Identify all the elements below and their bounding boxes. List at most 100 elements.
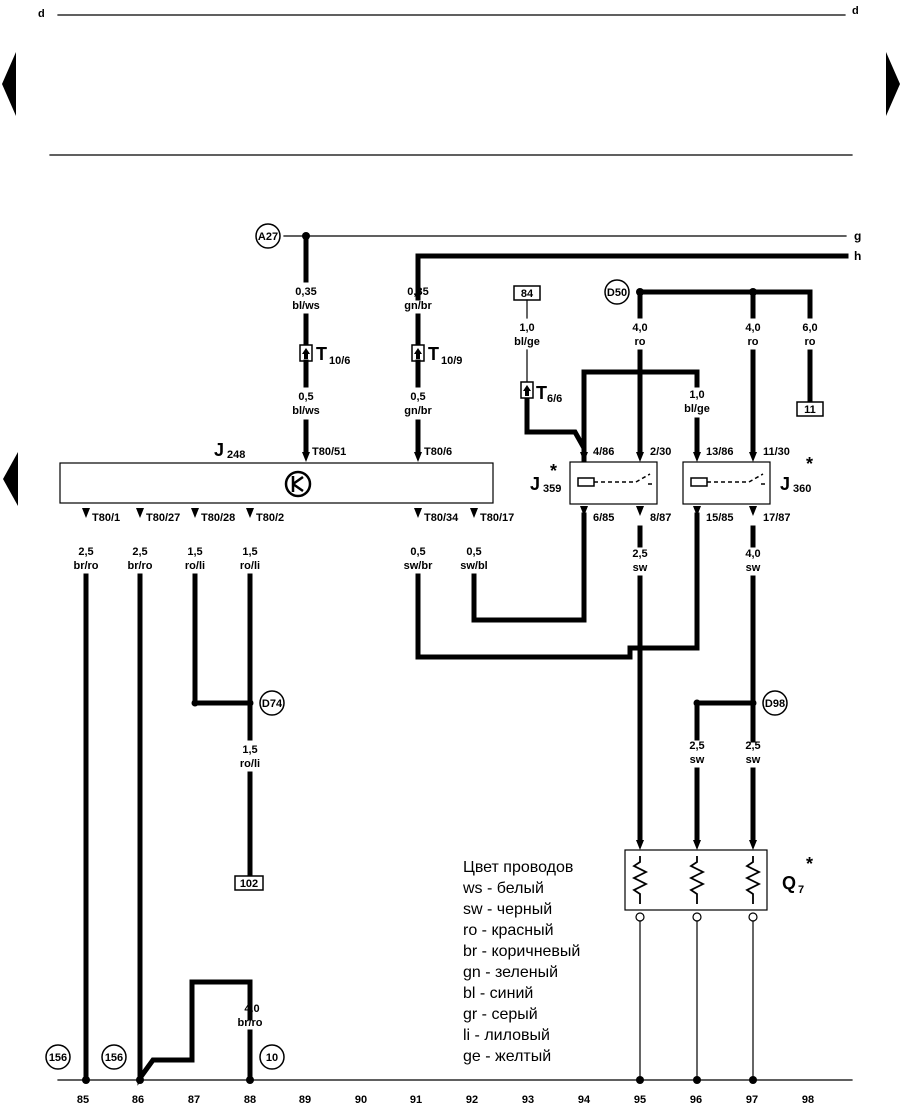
pin-j359-6-85: 6/85	[593, 512, 614, 524]
wire-size: 0,5	[410, 391, 425, 403]
wire-size: 2,5	[132, 546, 147, 558]
legend-item: ws - белый	[462, 880, 544, 897]
wire-color: sw/bl	[460, 560, 488, 572]
connector-arrow-icon	[302, 348, 310, 359]
terminal-icon	[635, 912, 645, 922]
circle-ref-d98	[762, 690, 788, 716]
relay-contact-icon	[594, 473, 654, 485]
relay-coil-icon	[690, 477, 708, 487]
legend-item: br - коричневый	[463, 943, 580, 960]
legend-item: ro - красный	[463, 922, 554, 939]
heater-element-icon	[744, 856, 762, 904]
wire-size: 6,0	[802, 322, 817, 334]
pin-t80-17: T80/17	[480, 512, 514, 524]
circle-ref-10	[259, 1044, 285, 1070]
component-j360-name: J	[780, 474, 790, 494]
component-q7-name: Q	[782, 873, 796, 893]
wire-color: sw	[633, 562, 648, 574]
pin-j359-8-87: 8/87	[650, 512, 671, 524]
component-j359-star: *	[550, 461, 557, 481]
wire-size: 0,5	[466, 546, 481, 558]
ground-dot	[749, 1076, 757, 1084]
bus-line-h	[415, 253, 849, 301]
wire-size: 0,35	[407, 286, 428, 298]
ground-dot	[136, 1076, 144, 1084]
component-j360-sub: 360	[793, 483, 811, 495]
wire-color: ro/li	[185, 560, 205, 572]
legend-title: Цвет проводов	[463, 859, 573, 876]
legend-item: gr - серый	[463, 1006, 538, 1023]
pin-arrow-icon	[749, 840, 757, 850]
wire-size: 4,0	[745, 548, 760, 560]
wire-color: bl/ws	[292, 405, 320, 417]
pin-arrow-icon	[82, 508, 90, 518]
heater-element-icon	[688, 856, 706, 904]
pin-t80-51: T80/51	[312, 446, 346, 458]
circle-ref-156	[101, 1044, 127, 1070]
circle-ref-10-label: 10	[266, 1052, 278, 1064]
circle-ref-d50-label: D50	[607, 287, 627, 299]
wire-color: bl/ws	[292, 300, 320, 312]
terminal-icon	[692, 912, 702, 922]
circle-ref-d50	[604, 279, 630, 305]
ground-number: 89	[299, 1094, 311, 1106]
wire-size: 4,0	[745, 322, 760, 334]
pin-t80-2: T80/2	[256, 512, 284, 524]
junction-dot	[749, 699, 757, 707]
wire-size: 1,5	[187, 546, 202, 558]
bus-label-g: g	[854, 229, 861, 243]
pin-arrow-icon	[636, 506, 644, 516]
wire-size: 1,0	[689, 389, 704, 401]
relay-contact-icon	[707, 473, 767, 485]
pin-t80-6: T80/6	[424, 446, 452, 458]
wire-color: ro	[805, 336, 816, 348]
wire-size: 1,0	[519, 322, 534, 334]
connector-arrow-icon	[523, 385, 531, 396]
circle-ref-d98-label: D98	[765, 698, 785, 710]
wire-size: 2,5	[745, 740, 760, 752]
ground-number: 86	[132, 1094, 144, 1106]
prev-page-arrow-icon[interactable]	[2, 52, 16, 116]
connector-t10-9-name: T	[428, 344, 439, 364]
pin-arrow-icon	[302, 452, 310, 462]
pin-arrow-icon	[749, 452, 757, 462]
connector-t10-6-name: T	[316, 344, 327, 364]
component-q7-sub: 7	[798, 884, 804, 896]
wire-size: 1,5	[242, 546, 257, 558]
pin-arrow-icon	[749, 506, 757, 516]
ground-dot	[82, 1076, 90, 1084]
wire-bl-ge-loop	[581, 369, 700, 463]
pin-arrow-icon	[136, 508, 144, 518]
wire-bl-ge-j359	[524, 397, 587, 463]
transistor-icon	[284, 470, 312, 498]
ground-number: 87	[188, 1094, 200, 1106]
junction-dot	[191, 699, 199, 707]
page-marker-left: d	[38, 8, 45, 20]
ground-number: 90	[355, 1094, 367, 1106]
wire-color: gn/br	[404, 300, 432, 312]
circle-ref-a27	[255, 223, 281, 249]
wire-size: 4,0	[632, 322, 647, 334]
ground-number: 96	[690, 1094, 702, 1106]
connector-arrow-icon	[414, 348, 422, 359]
next-page-arrow-icon[interactable]	[886, 52, 900, 116]
continued-left-arrow-icon[interactable]	[3, 452, 18, 506]
wire-color: bl/ge	[684, 403, 710, 415]
pin-arrow-icon	[580, 452, 588, 462]
pin-j359-4-86: 4/86	[593, 446, 614, 458]
legend-item: li - лиловый	[463, 1027, 550, 1044]
wire-color: ro	[635, 336, 646, 348]
wire-color: sw	[746, 562, 761, 574]
connector-t10-6-sub: 10/6	[329, 355, 350, 367]
terminal-icon	[748, 912, 758, 922]
pin-arrow-icon	[693, 840, 701, 850]
bus-label-h: h	[854, 249, 861, 263]
pin-arrow-icon	[636, 452, 644, 462]
pin-arrow-icon	[191, 508, 199, 518]
ground-dot	[246, 1076, 254, 1084]
pin-arrow-icon	[693, 452, 701, 462]
junction-dot	[246, 699, 254, 707]
circle-ref-156	[45, 1044, 71, 1070]
ground-number: 92	[466, 1094, 478, 1106]
